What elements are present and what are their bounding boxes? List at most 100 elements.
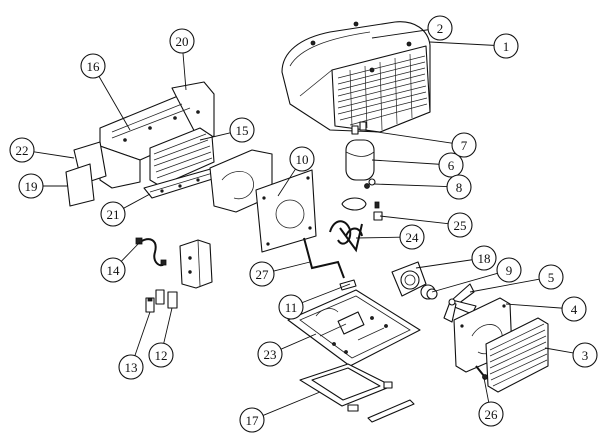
callout-number: 10 bbox=[296, 152, 309, 167]
part-shroud bbox=[281, 21, 431, 133]
callout-leader-line bbox=[121, 241, 141, 262]
callout-circle bbox=[239, 407, 265, 433]
callout-20: 20 bbox=[169, 28, 195, 91]
callout-leader-line bbox=[182, 52, 187, 91]
callout-18: 18 bbox=[415, 245, 497, 271]
callout-number: 20 bbox=[176, 34, 189, 49]
callout-leader-line bbox=[429, 41, 495, 46]
callout-circle bbox=[100, 257, 126, 283]
callout-circle bbox=[80, 53, 106, 79]
callout-6: 6 bbox=[371, 152, 464, 178]
callout-circle bbox=[478, 401, 504, 427]
callout-number: 16 bbox=[87, 59, 101, 74]
callout-number: 11 bbox=[285, 300, 298, 315]
callout-27: 27 bbox=[249, 261, 311, 287]
callout-10: 10 bbox=[277, 146, 315, 197]
part-blower-housing bbox=[209, 149, 317, 253]
callout-26: 26 bbox=[478, 377, 504, 427]
callout-number: 15 bbox=[236, 123, 249, 138]
callout-leader-line bbox=[415, 259, 473, 269]
callout-number: 18 bbox=[478, 251, 491, 266]
callout-leader-line bbox=[273, 261, 311, 272]
callout-number: 25 bbox=[454, 218, 467, 233]
callout-circle bbox=[427, 15, 453, 41]
callout-leader-line bbox=[373, 183, 448, 188]
callout-leader-line bbox=[277, 168, 296, 197]
part-evap-housing bbox=[65, 81, 215, 207]
callout-leader-line bbox=[483, 377, 490, 403]
callout-number: 6 bbox=[448, 158, 455, 173]
callout-circle bbox=[447, 212, 473, 238]
callout-leader-line bbox=[505, 303, 563, 309]
callout-4: 4 bbox=[505, 296, 587, 322]
callout-number: 26 bbox=[485, 407, 499, 422]
part-wire-harness bbox=[135, 237, 167, 267]
callout-leader-line bbox=[363, 129, 453, 144]
part-drain-fitting bbox=[475, 365, 488, 380]
callout-circle bbox=[169, 28, 195, 54]
callout-circle bbox=[257, 341, 283, 367]
callout-number: 1 bbox=[503, 39, 510, 54]
callout-19: 19 bbox=[18, 173, 68, 199]
callout-number: 19 bbox=[25, 179, 38, 194]
callout-7: 7 bbox=[363, 129, 477, 158]
callout-number: 27 bbox=[256, 267, 270, 282]
callout-number: 2 bbox=[437, 21, 444, 36]
callout-12: 12 bbox=[148, 307, 174, 368]
part-condenser-coil bbox=[485, 317, 549, 393]
callout-leader-line bbox=[199, 132, 231, 141]
callout-number: 22 bbox=[16, 143, 29, 158]
part-fan-blade bbox=[443, 283, 477, 323]
callout-leader-line bbox=[379, 215, 449, 225]
callout-number: 9 bbox=[506, 263, 513, 278]
callout-leader-line bbox=[431, 272, 498, 293]
callout-leader-line bbox=[469, 278, 540, 293]
callout-15: 15 bbox=[199, 117, 255, 143]
callout-number: 21 bbox=[107, 207, 120, 222]
callout-circle bbox=[493, 33, 519, 59]
callout-number: 4 bbox=[571, 302, 578, 317]
callout-circle bbox=[572, 342, 598, 368]
callout-24: 24 bbox=[355, 224, 425, 250]
callout-number: 8 bbox=[456, 180, 463, 195]
callout-leader-line bbox=[262, 391, 321, 416]
callout-circle bbox=[9, 137, 35, 163]
callout-circle bbox=[229, 117, 255, 143]
callout-leader-line bbox=[355, 236, 401, 239]
part-control-bracket bbox=[179, 239, 213, 289]
callout-leader-line bbox=[163, 307, 173, 344]
callout-circle bbox=[100, 201, 126, 227]
callout-number: 3 bbox=[582, 348, 589, 363]
callout-2: 2 bbox=[371, 15, 453, 41]
callout-leader-line bbox=[544, 347, 574, 354]
part-tubing-assembly bbox=[329, 220, 363, 253]
callout-number: 24 bbox=[406, 230, 420, 245]
callout-circle bbox=[438, 152, 464, 178]
callout-circle bbox=[18, 173, 44, 199]
callout-25: 25 bbox=[379, 212, 473, 238]
callout-13: 13 bbox=[118, 311, 151, 380]
callout-1: 1 bbox=[429, 33, 519, 59]
part-fan-motor bbox=[391, 261, 438, 300]
callout-22: 22 bbox=[9, 137, 75, 163]
callout-21: 21 bbox=[100, 193, 151, 227]
callout-number: 23 bbox=[264, 347, 277, 362]
callout-number: 7 bbox=[461, 138, 468, 153]
callout-leader-line bbox=[123, 193, 151, 209]
callout-8: 8 bbox=[373, 174, 472, 200]
callout-3: 3 bbox=[544, 342, 598, 368]
callout-circle bbox=[118, 354, 144, 380]
callout-circle bbox=[451, 132, 477, 158]
callout-17: 17 bbox=[239, 391, 321, 433]
callout-leader-line bbox=[302, 283, 351, 304]
part-compressor bbox=[341, 121, 383, 221]
callout-16: 16 bbox=[80, 53, 131, 131]
callout-circle bbox=[249, 261, 275, 287]
callout-leader-line bbox=[371, 159, 440, 165]
callout-circle bbox=[446, 174, 472, 200]
callout-leader-line bbox=[371, 29, 429, 39]
callout-leader-line bbox=[98, 76, 131, 131]
callout-circle bbox=[399, 224, 425, 250]
